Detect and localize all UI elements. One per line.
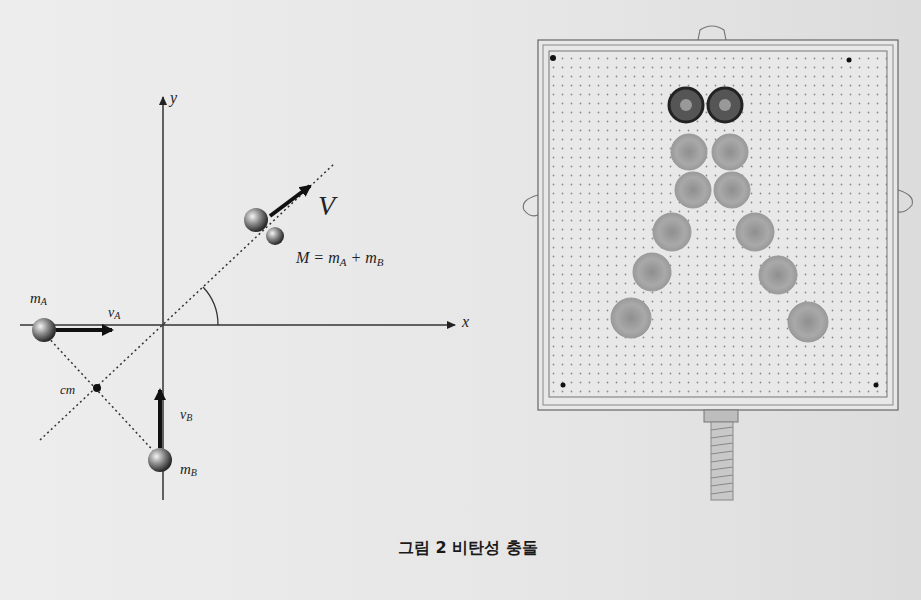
mass-label: m (180, 462, 191, 477)
mass-formula: + m (350, 250, 376, 266)
figure-caption: 그림 2 비탄성 충돌 (398, 538, 538, 559)
subscript: A (340, 257, 347, 268)
subscript: A (114, 311, 120, 321)
velocity-label: v (180, 408, 186, 422)
subscript: B (191, 468, 197, 478)
mass-formula: M = m (296, 250, 340, 266)
subscript: A (41, 297, 47, 307)
subscript: B (377, 257, 384, 268)
axis-label: y (170, 90, 177, 106)
center-of-mass-label: cm (60, 383, 75, 396)
subscript: B (186, 413, 192, 423)
velocity-label: V (318, 192, 335, 220)
mass-label: m (30, 291, 41, 306)
velocity-label: v (108, 306, 114, 320)
axis-label: x (462, 314, 469, 330)
